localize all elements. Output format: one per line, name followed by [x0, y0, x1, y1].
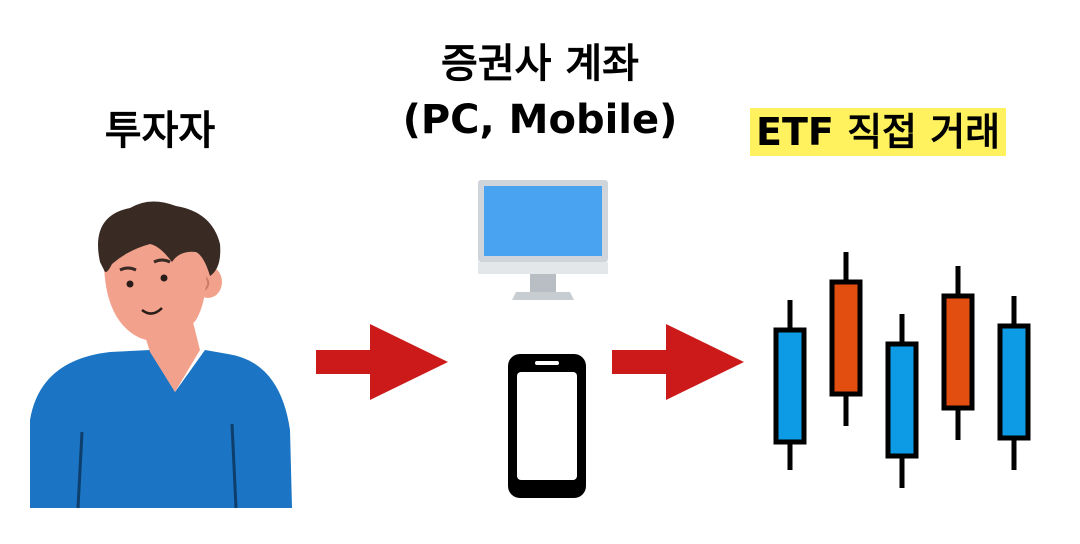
person-hair: [98, 201, 221, 276]
candle-3: [885, 314, 919, 488]
broker-title-line1: 증권사 계좌: [441, 41, 639, 87]
desktop-computer-icon: [478, 180, 608, 300]
investor-label: 투자자: [104, 108, 216, 154]
candlestick-chart-icon: [773, 252, 1031, 488]
candle-2: [829, 252, 863, 426]
person-shirt: [30, 350, 292, 508]
candle-5: [997, 296, 1031, 470]
smartphone-icon: [508, 354, 586, 498]
etf-direct-trade-label: ETF 직접 거래: [750, 108, 1007, 156]
arrow-right-icon: [612, 324, 744, 400]
candle-4: [941, 266, 975, 440]
arrow-right-icon: [316, 324, 448, 400]
person-icon: [30, 201, 292, 509]
candle-1: [773, 300, 807, 470]
person-face: [103, 228, 207, 342]
broker-account-title: 증권사 계좌 (PC, Mobile): [360, 36, 720, 148]
broker-title-line2: (PC, Mobile): [402, 97, 678, 143]
